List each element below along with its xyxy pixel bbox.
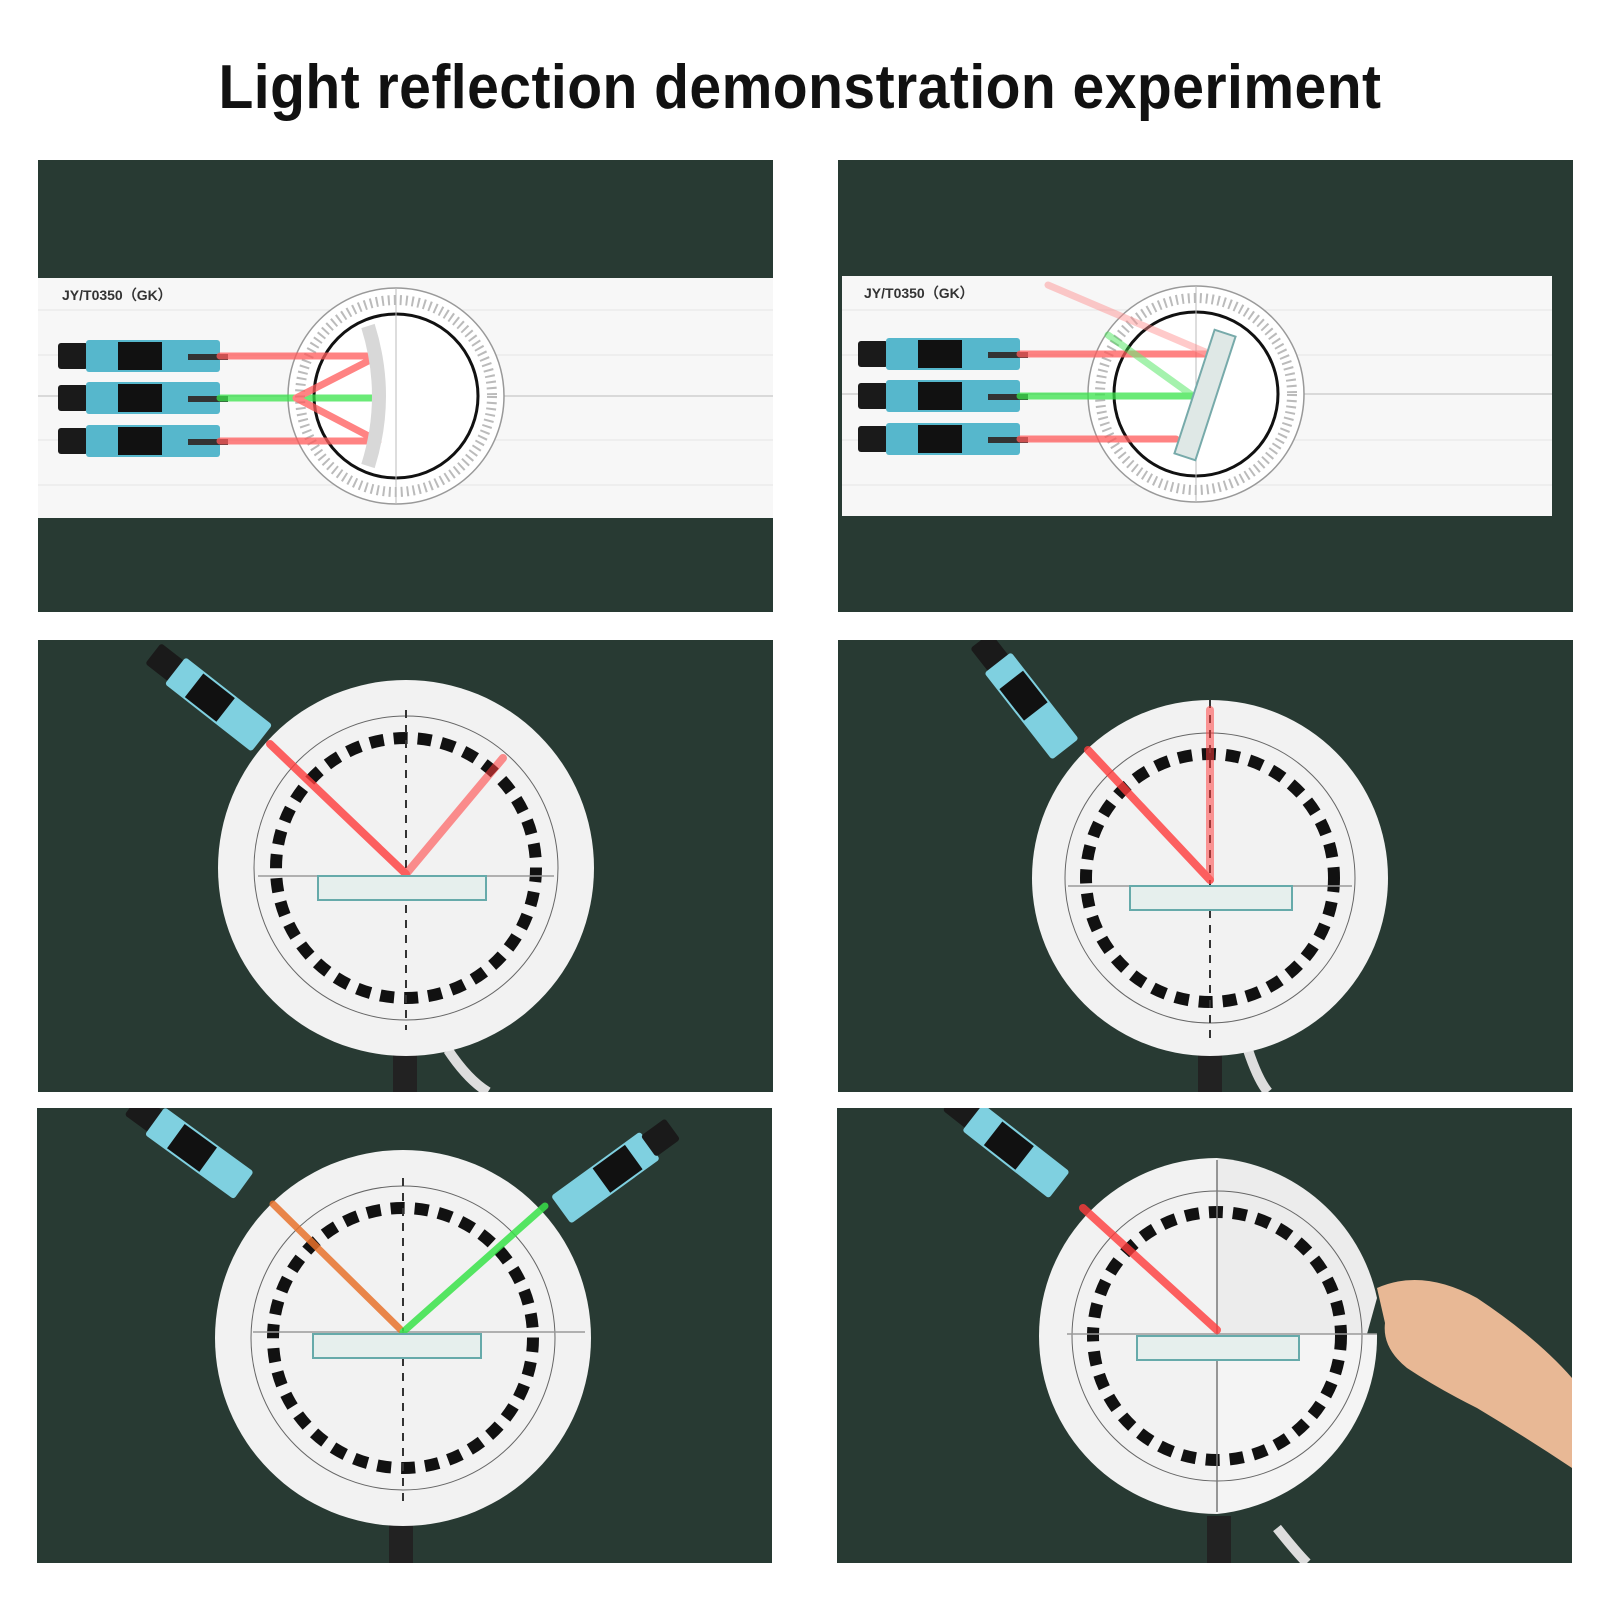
laser-pointer-icon [971,640,1078,759]
laser-pointer-icon [58,340,228,372]
photo-panel-plane-reflection-red [38,640,773,1092]
mirror-icon [1136,1335,1300,1361]
hand-icon [1377,1280,1572,1468]
mirror-icon [312,1333,482,1359]
mirror-icon [1173,328,1237,462]
photo-concave-mirror-scene: JY/T0350（GK） [38,278,773,518]
photo-plane-reflection-red-scene [146,644,594,1092]
protractor-disc-icon [287,287,505,505]
laser-pointer-icon [858,338,1028,370]
laser-pointer-icon [858,380,1028,412]
mirror-icon [317,875,487,901]
laser-pointer-icon [943,1108,1069,1198]
photo-panel-normal-reflection-red [838,640,1573,1092]
mirror-icon [1129,885,1293,911]
photo-folded-disc-scene [943,1108,1572,1563]
laser-pointer-icon [58,382,228,414]
laser-pointer-icon [125,1108,253,1199]
laser-pointer-icon [552,1119,680,1223]
photo-two-lasers-scene [125,1108,680,1563]
laser-pointer-icon [58,425,228,457]
photo-panel-angled-mirror: JY/T0350（GK） [838,160,1573,612]
model-label: JY/T0350（GK） [62,287,172,303]
photo-panel-two-lasers [37,1108,772,1563]
page-title: Light reflection demonstration experimen… [218,53,1382,122]
photo-panel-folded-disc [837,1108,1572,1563]
model-label: JY/T0350（GK） [864,285,974,301]
photo-normal-reflection-red-scene [971,640,1388,1092]
laser-pointer-icon [858,423,1028,455]
laser-pointer-icon [146,644,272,751]
photo-angled-mirror-scene: JY/T0350（GK） [842,276,1552,516]
photo-panel-concave-mirror: JY/T0350（GK） [38,160,773,612]
mirror-icon [361,323,386,469]
protractor-disc-icon [1039,1158,1378,1514]
